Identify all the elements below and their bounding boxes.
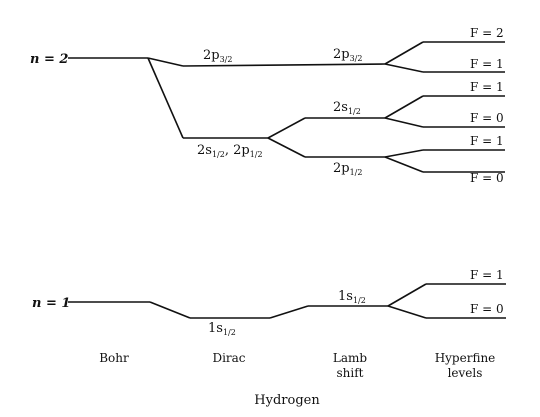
lamb-2p32-label: 2p3/2 xyxy=(333,47,362,63)
hfs-2s12-up xyxy=(384,95,424,119)
n1-label: n = 1 xyxy=(32,296,70,311)
hfs-2p12-up xyxy=(384,149,424,158)
n1-levels xyxy=(68,283,506,319)
f-label-2s12-lower: F = 0 xyxy=(470,111,504,125)
f-label-1s12-upper: F = 1 xyxy=(470,268,504,282)
lamb-2p12-label: 2p1/2 xyxy=(333,161,362,177)
column-label-dirac: Dirac xyxy=(212,351,245,365)
lamb-1s12-label: 1s1/2 xyxy=(338,289,366,305)
lamb-2s12-label: 2s1/2 xyxy=(333,100,361,116)
dirac-2p32-level xyxy=(182,63,386,67)
dirac-1s12-label: 1s1/2 xyxy=(208,321,236,337)
hfs-2p32-down xyxy=(384,63,424,73)
lamb-split-down xyxy=(267,137,306,158)
f-label-2p32-upper: F = 2 xyxy=(470,26,504,40)
n2-label: n = 2 xyxy=(30,52,68,67)
hfs-1s12-up xyxy=(387,283,427,307)
bohr-dirac-connector-n1 xyxy=(149,301,191,319)
hfs-2p32-up xyxy=(384,41,424,65)
lamb-split-up xyxy=(267,117,306,139)
f-label-1s12-lower: F = 0 xyxy=(470,302,504,316)
f-label-2p12-upper: F = 1 xyxy=(470,134,504,148)
hfs-2p12-down xyxy=(384,156,424,173)
dirac-lamb-connector-n1 xyxy=(269,305,309,319)
column-label-lamb-line2: shift xyxy=(337,366,364,380)
n2-levels xyxy=(68,41,505,173)
diagram-caption: Hydrogen xyxy=(254,393,320,408)
f-label-2p32-lower: F = 1 xyxy=(470,57,504,71)
dirac-2p32-label: 2p3/2 xyxy=(203,48,232,64)
bohr-dirac-connector-upper xyxy=(147,57,184,67)
bohr-dirac-connector-lower xyxy=(147,57,184,139)
column-label-bohr: Bohr xyxy=(99,351,129,365)
column-label-lamb-line1: Lamb xyxy=(333,351,368,365)
column-label-hyperfine-line2: levels xyxy=(448,366,483,380)
column-label-hyperfine-line1: Hyperfine xyxy=(435,351,496,365)
f-label-2s12-upper: F = 1 xyxy=(470,80,504,94)
dirac-2s12-2p12-label: 2s1/2, 2p1/2 xyxy=(197,143,263,159)
hfs-1s12-down xyxy=(387,305,427,319)
hfs-2s12-down xyxy=(384,117,424,128)
f-label-2p12-lower: F = 0 xyxy=(470,171,504,185)
